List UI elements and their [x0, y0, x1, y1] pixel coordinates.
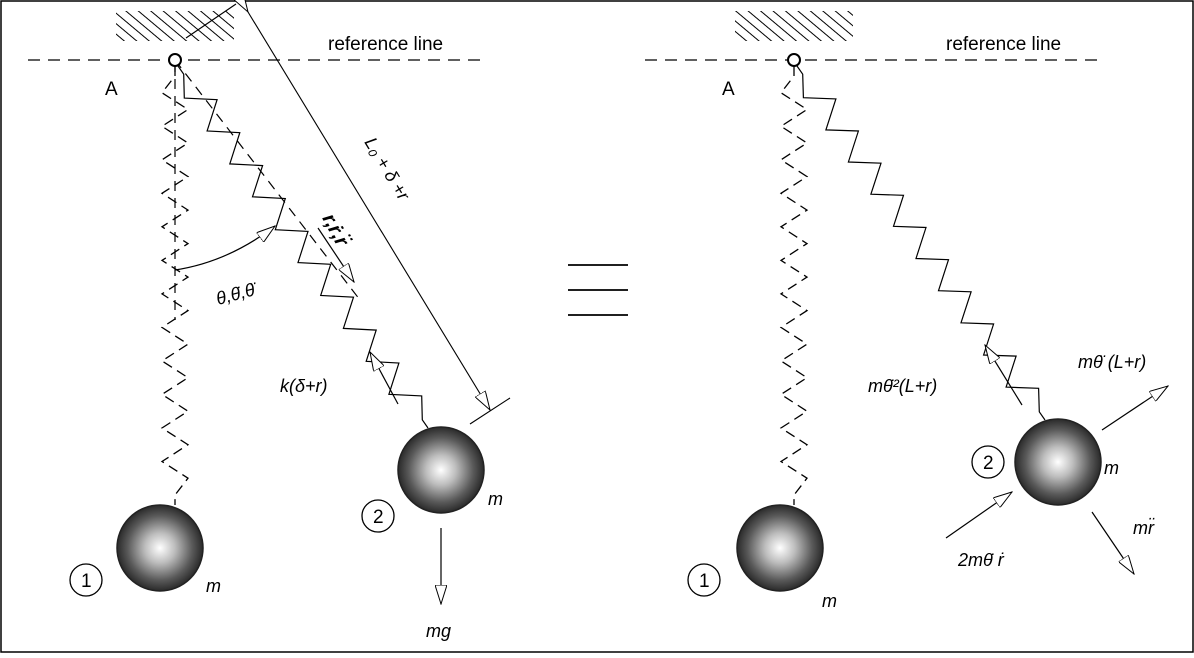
centripetal-label: mθ̇²(L+r) — [868, 376, 937, 396]
mass-1-label-left: m — [206, 576, 221, 596]
equivalence-symbol: ≡ — [568, 264, 628, 316]
tangential-label: mθ̈ (L+r) — [1078, 352, 1146, 372]
spring-position-1-left — [160, 66, 190, 505]
mass-1-number-circle-left — [69, 563, 103, 597]
r-label: r,ṙ,r̈ — [318, 209, 355, 250]
reference-line-label-right: reference line — [946, 34, 1061, 55]
centripetal-force-arrow — [985, 345, 1023, 406]
reference-line-label-left: reference line — [328, 34, 443, 55]
mass-2-number-right: 2 — [983, 453, 994, 474]
mass-2-label-right: m — [1104, 458, 1119, 478]
mass-1-left — [116, 504, 204, 592]
dimension-tick-top — [185, 3, 237, 39]
spring-force-label: k(δ+r) — [280, 376, 328, 396]
spring-position-1-right — [779, 66, 809, 505]
left-panel: reference line A θ,θ̇,θ̈ r,ṙ,r̈ L₀ + δ +… — [28, 3, 511, 641]
pivot-label-left: A — [105, 79, 118, 100]
mass-2-label-left: m — [488, 489, 503, 509]
pivot-label-right: A — [722, 79, 735, 100]
spring-force-arrow — [370, 352, 399, 405]
length-label: L₀ + δ +r — [361, 134, 415, 205]
mass-2-number-circle-left — [361, 499, 395, 533]
mass-2-left — [397, 426, 485, 514]
mass-2-number-circle-right — [971, 445, 1005, 479]
mass-1-number-circle-right — [687, 563, 721, 597]
spring-position-2-right — [796, 65, 1046, 421]
dimension-tick-bottom — [469, 397, 511, 425]
ground-hatch-left — [116, 11, 234, 41]
mass-1-number-right: 1 — [699, 571, 710, 592]
pivot-left — [168, 53, 182, 67]
coriolis-label: 2mθ̇ ṙ — [957, 550, 1005, 570]
right-panel: reference line A mθ̇²(L+r) mθ̈ (L+r) 2mθ… — [645, 11, 1168, 611]
ground-hatch-right — [735, 11, 853, 41]
tangential-force-arrow — [1101, 386, 1168, 431]
coriolis-force-arrow — [945, 492, 1012, 539]
length-dimension-arrow — [248, 12, 490, 410]
weight-label: mg — [426, 621, 451, 641]
radial-force-arrow — [1091, 511, 1134, 574]
pivot-right — [787, 53, 801, 67]
radial-label: mr̈ — [1133, 518, 1155, 538]
mass-1-number-left: 1 — [81, 571, 92, 592]
mass-1-label-right: m — [822, 591, 837, 611]
mass-1-right — [736, 504, 824, 592]
mass-2-right — [1014, 418, 1102, 506]
angle-arrow — [174, 226, 275, 271]
mass-2-number-left: 2 — [373, 507, 384, 528]
angle-label: θ,θ̇,θ̈ — [214, 279, 260, 309]
